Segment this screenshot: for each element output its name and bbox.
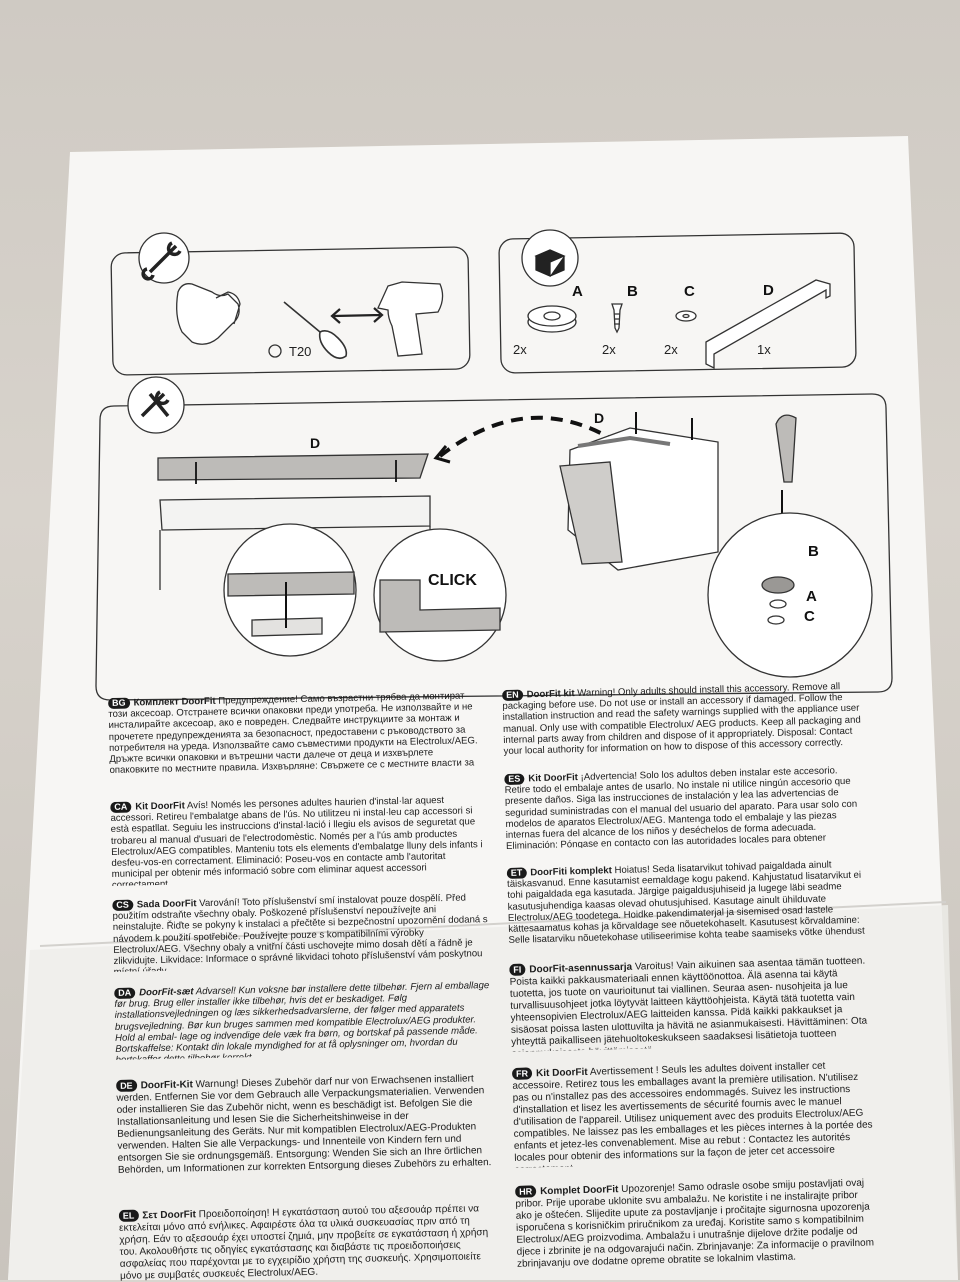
part-a-qty: 2x: [513, 342, 527, 357]
lang-badge-bg: BG: [108, 697, 130, 710]
torx-label: T20: [289, 344, 311, 359]
part-quantities: 2x 2x 2x 1x: [513, 342, 771, 357]
install-d-label-right: D: [594, 410, 604, 426]
foot-c-label: C: [804, 608, 815, 625]
detail-circle-foot: [707, 512, 873, 678]
lang-badge-et: ET: [506, 867, 527, 880]
part-b-qty: 2x: [602, 342, 616, 357]
part-a-letter: A: [572, 283, 583, 300]
notice-da-title: DoorFit-sæt: [139, 986, 194, 999]
lang-badge-da: DA: [114, 987, 136, 1000]
install-d-label: D: [310, 435, 320, 451]
part-c-washer: [675, 310, 697, 322]
foot-a-label: A: [806, 588, 817, 605]
paper-fold: [39, 901, 947, 947]
notice-hr-title: Komplet DoorFit: [540, 1184, 619, 1198]
part-b-screw: [611, 303, 623, 334]
notice-ca-title: Kit DoorFit: [135, 800, 185, 813]
dashed-arrow: [438, 415, 622, 458]
install-labels: D D CLICK B A C: [310, 410, 819, 625]
drill-icon: [377, 281, 444, 357]
part-d-letter: D: [763, 282, 774, 299]
lang-badge-fr: FR: [511, 1067, 533, 1080]
lang-badge-cs: CS: [112, 899, 133, 912]
parts-panel: [498, 229, 857, 374]
foot-b-label: B: [808, 543, 819, 560]
notice-de-title: DoorFit-Kit: [140, 1079, 193, 1092]
lang-badge-es: ES: [504, 773, 525, 786]
part-c-qty: 2x: [664, 342, 678, 357]
notice-fr-title: Kit DoorFit: [535, 1066, 588, 1080]
part-d-bracket: [705, 279, 831, 370]
part-letters: A B C D: [572, 282, 774, 300]
tools-panel: [110, 232, 471, 376]
install-bar-d: [157, 453, 429, 481]
tools-icon: [127, 376, 185, 434]
lang-badge-el: EL: [118, 1209, 139, 1222]
double-arrow-icon: [330, 307, 384, 324]
paper-shade-bottom: [8, 905, 958, 1280]
lang-badge-fi: FI: [509, 963, 526, 976]
torx-icon: [268, 344, 282, 358]
installation-panel: [95, 376, 893, 701]
lang-badge-hr: HR: [514, 1185, 537, 1198]
lang-badge-en: EN: [502, 689, 523, 702]
lang-badge-ca: CA: [110, 801, 132, 814]
lang-badge-de: DE: [116, 1079, 137, 1092]
screwdriver-icon: [283, 301, 348, 360]
part-b-letter: B: [627, 283, 638, 300]
part-d-qty: 1x: [757, 342, 771, 357]
click-label: CLICK: [428, 572, 477, 589]
part-c-letter: C: [684, 283, 695, 300]
notice-el-title: Σετ DoorFit: [142, 1209, 197, 1222]
install-screwdriver: [775, 414, 797, 483]
gloves-icon: [176, 283, 241, 345]
